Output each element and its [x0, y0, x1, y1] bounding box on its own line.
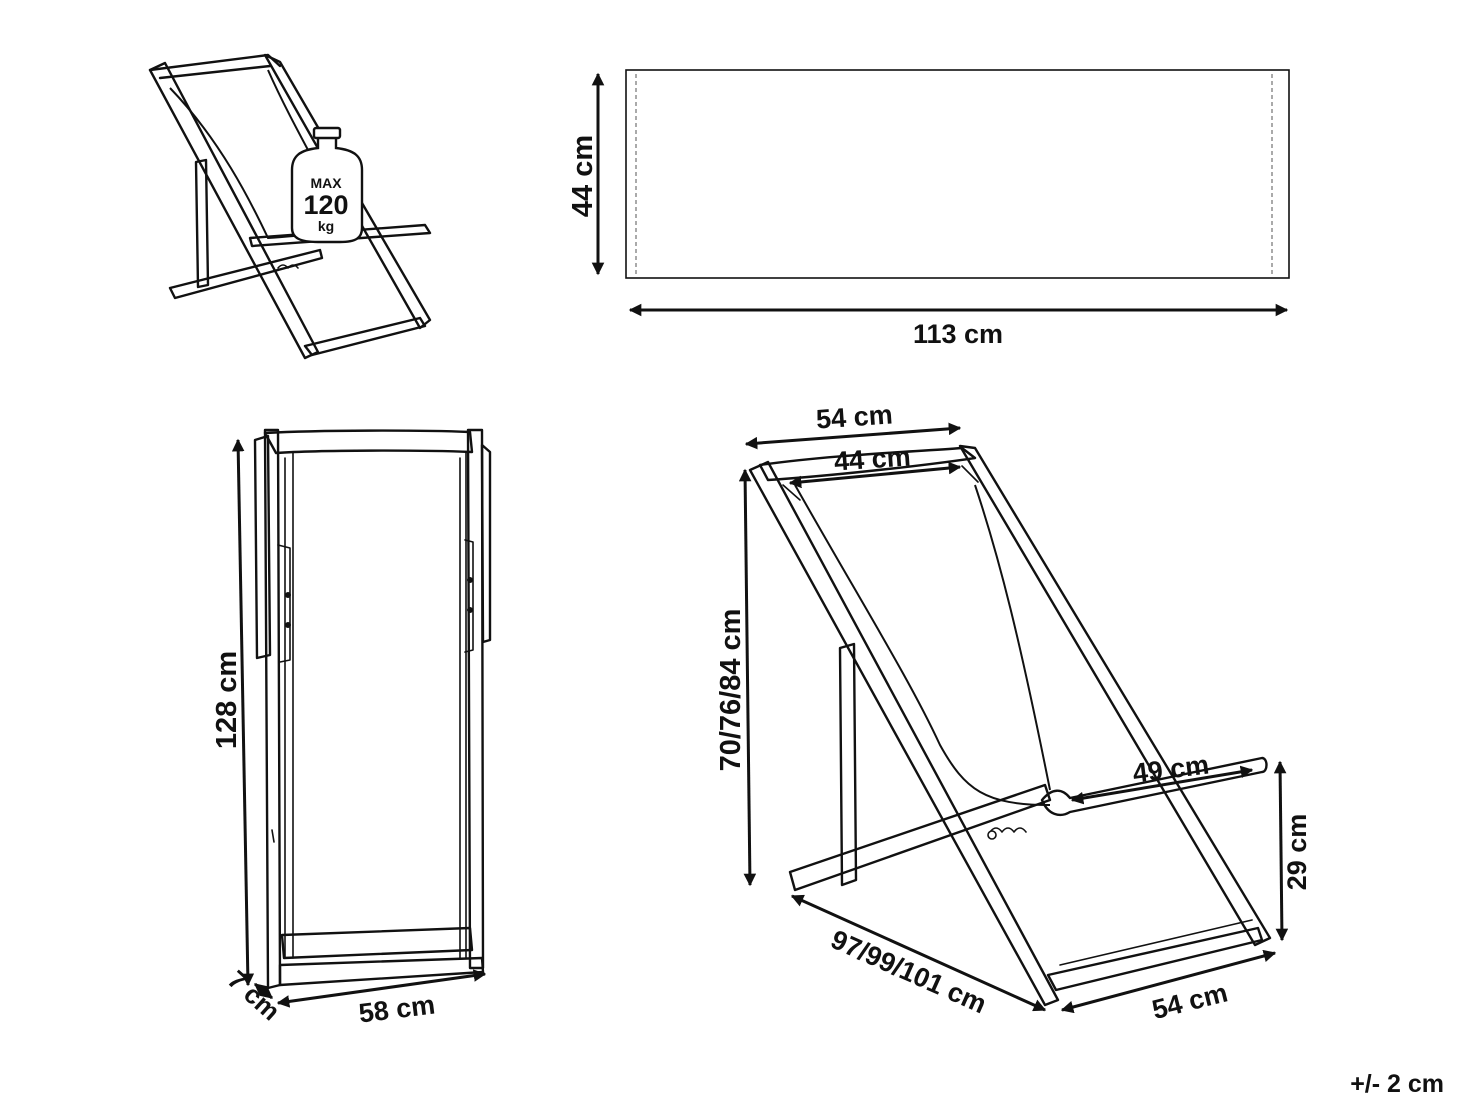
- badge-max: MAX: [310, 175, 342, 191]
- chair-inner-width-dimension: [788, 461, 962, 489]
- folded-width-dimension: [276, 969, 487, 1008]
- folded-height-dimension: [231, 438, 255, 987]
- chair-depth-dimension: [790, 894, 1047, 1012]
- large-chair-illustration: [748, 444, 1272, 1007]
- chair-arm-height-dimension: [1273, 760, 1289, 942]
- folded-depth-dimension: [254, 982, 273, 1000]
- chair-base-width-dimension: [1060, 949, 1277, 1014]
- chair-arm-height-label: 29 cm: [1282, 814, 1312, 891]
- chair-height-label: 70/76/84 cm: [715, 609, 747, 772]
- folded-chair-illustration: [253, 428, 492, 990]
- small-chair-illustration: [148, 53, 432, 360]
- fabric-height-label: 44 cm: [567, 135, 599, 217]
- badge-unit: kg: [318, 218, 334, 234]
- chair-height-dimension: [738, 468, 757, 887]
- fabric-panel: [625, 69, 1290, 279]
- chair-top-width-label: 54 cm: [815, 399, 893, 434]
- folded-width-label: 58 cm: [357, 990, 437, 1029]
- weight-badge: MAX 120 kg: [290, 126, 364, 244]
- chair-inner-width-label: 44 cm: [833, 441, 911, 476]
- tolerance-note: +/- 2 cm: [1350, 1070, 1444, 1098]
- folded-depth-label: 7 cm: [222, 964, 286, 1026]
- chair-top-width-dimension: [744, 422, 962, 450]
- folded-height-label: 128 cm: [211, 651, 243, 749]
- badge-weight: 120: [303, 190, 348, 220]
- fabric-width-label: 113 cm: [913, 319, 1003, 349]
- chair-armrest-dimension: [1070, 765, 1254, 805]
- chair-depth-label: 97/99/101 cm: [826, 924, 990, 1019]
